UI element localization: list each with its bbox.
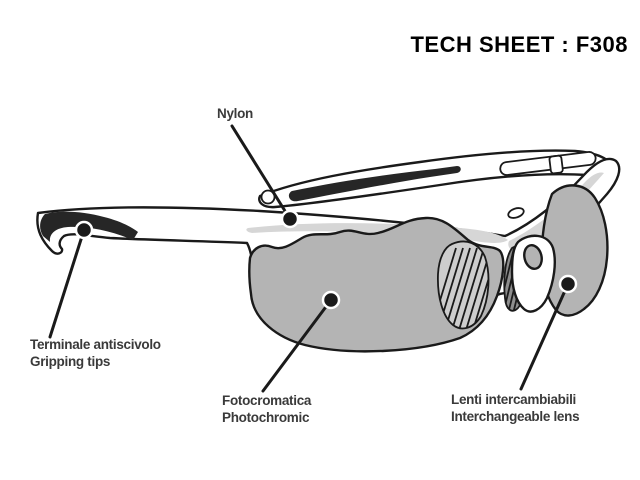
far-temple-tip-loop — [260, 189, 276, 205]
callout-line-gripping-tips — [48, 228, 86, 339]
label-interchangeable-lens-line1: Lenti intercambiabili — [451, 392, 576, 407]
callout-dot-nylon — [280, 209, 300, 229]
sunglasses-illustration — [36, 149, 621, 353]
nose-bridge-opening — [523, 243, 543, 271]
callout-dot-interchangeable-lens — [558, 274, 578, 294]
label-photochromic-line1: Fotocromatica — [222, 393, 312, 408]
hinge-slot-detail — [499, 151, 597, 176]
page-title: TECH SHEET : F308 — [410, 32, 628, 57]
label-gripping-tips-line1: Terminale antiscivolo — [30, 337, 161, 352]
callouts — [48, 124, 578, 393]
callout-dot-photochromic — [321, 290, 341, 310]
main-lens — [248, 216, 505, 353]
far-temple-rubber-insert — [288, 166, 461, 202]
callout-dot-gripping-tips — [74, 220, 94, 240]
label-photochromic-line2: Photochromic — [222, 410, 310, 425]
label-nylon: Nylon — [217, 106, 253, 121]
frame-vent-oval — [507, 207, 525, 219]
nose-bridge-piece — [510, 234, 556, 313]
label-gripping-tips-line2: Gripping tips — [30, 354, 110, 369]
callout-line-interchangeable-lens — [519, 282, 570, 391]
callout-line-nylon — [230, 124, 292, 221]
label-interchangeable-lens-line2: Interchangeable lens — [451, 409, 579, 424]
callout-line-photochromic — [261, 298, 333, 393]
